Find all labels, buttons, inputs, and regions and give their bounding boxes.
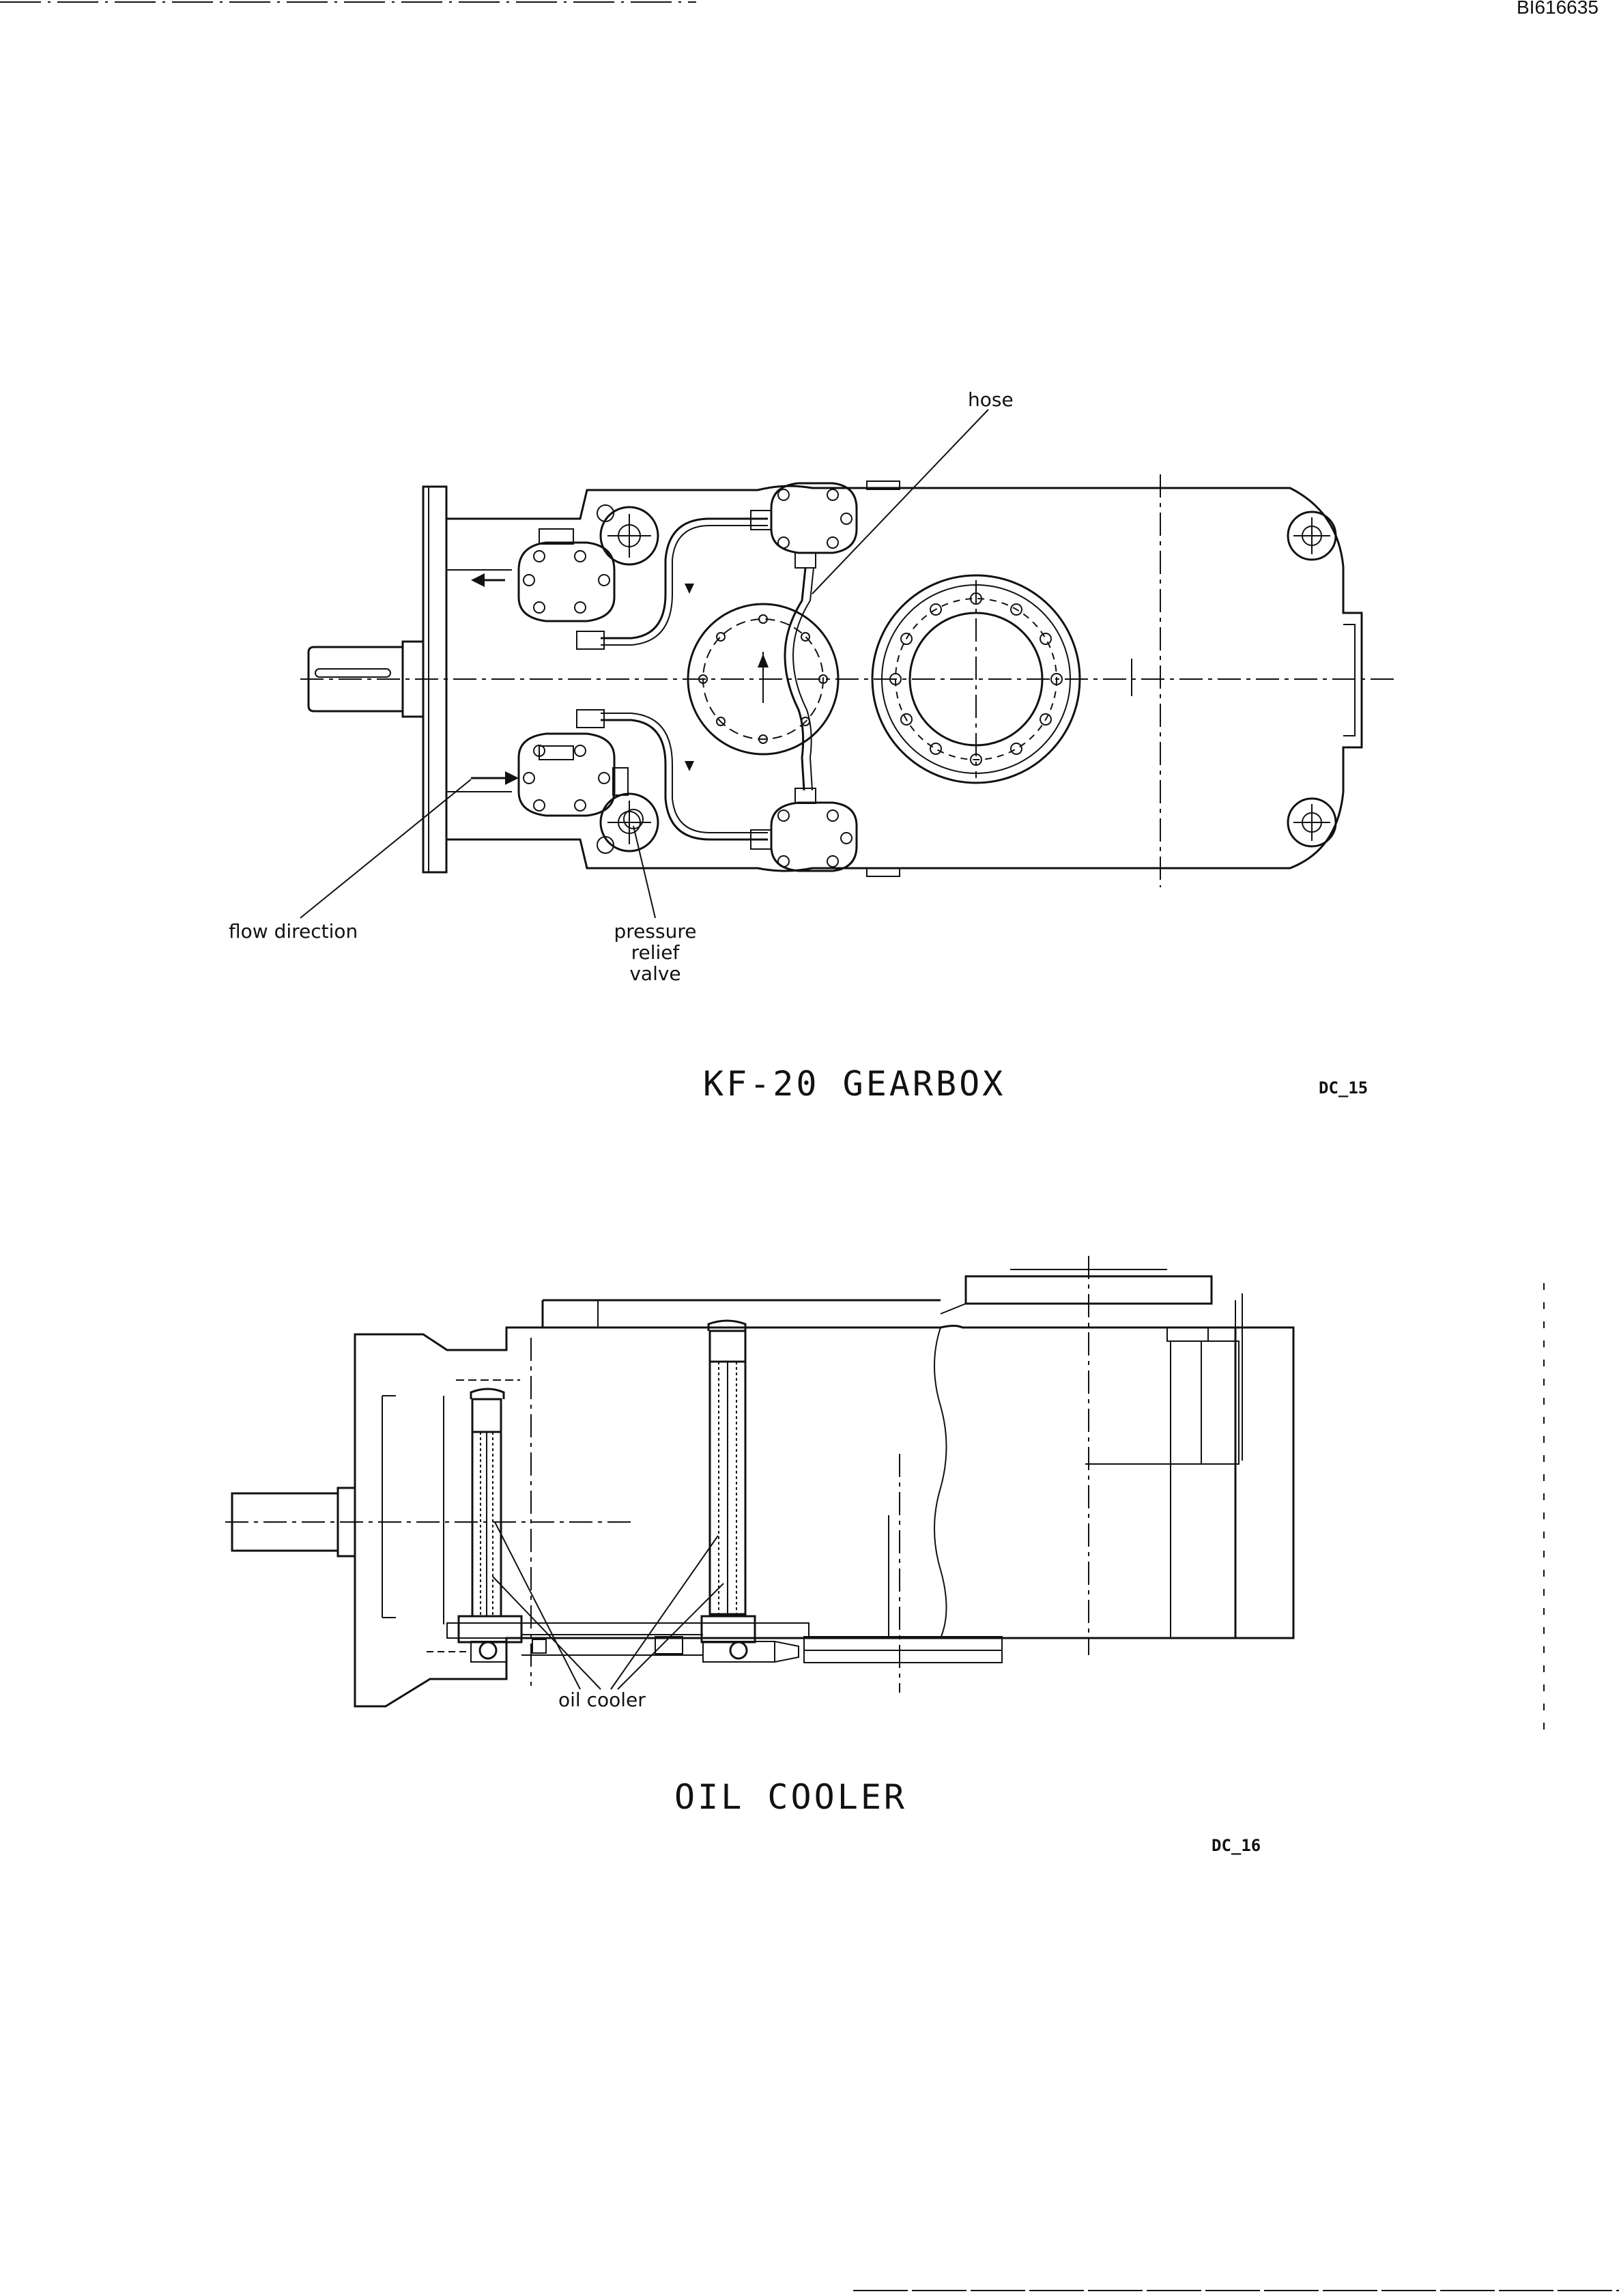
gearbox-top-view bbox=[300, 409, 1399, 919]
mounting-boss-tr bbox=[1287, 511, 1337, 561]
oil-cooler-leader-left-b bbox=[492, 1576, 601, 1690]
mounting-boss-tl bbox=[597, 504, 659, 566]
mounting-boss-bl bbox=[597, 792, 659, 854]
oil-cooler-label: oil cooler bbox=[558, 1689, 646, 1711]
flow-direction-leader bbox=[300, 779, 472, 919]
oil-cooler-leader-left-a bbox=[494, 1521, 581, 1690]
gearbox-title: KF-20 GEARBOX bbox=[703, 1064, 1005, 1104]
intermediate-cover bbox=[687, 603, 840, 756]
oil-cooler-leader-right-b bbox=[617, 1583, 724, 1690]
pressure-relief-valve-label-3: valve bbox=[629, 962, 680, 985]
pump-cover-right-bottom bbox=[770, 788, 858, 872]
pressure-relief-valve-label-2: relief bbox=[631, 941, 680, 964]
flow-direction-label: flow direction bbox=[229, 920, 358, 943]
oil-cooler-side-view bbox=[225, 1256, 1545, 1734]
output-flange bbox=[871, 574, 1081, 784]
pressure-relief-valve-leader bbox=[633, 825, 656, 919]
gearbox-drawing-code: DC_15 bbox=[1319, 1078, 1368, 1097]
oil-cooler-leader-right-a bbox=[610, 1535, 719, 1690]
hose-leader bbox=[812, 409, 989, 594]
hose-lines bbox=[576, 510, 814, 850]
hose-label: hose bbox=[968, 388, 1014, 411]
pump-cover-left-bottom bbox=[471, 732, 629, 817]
pump-cover-left-top bbox=[471, 528, 616, 622]
mounting-boss-br bbox=[1287, 797, 1337, 848]
oil-cooler-drawing-code: DC_16 bbox=[1212, 1836, 1261, 1855]
pressure-relief-valve-label-1: pressure bbox=[614, 920, 697, 943]
pump-cover-right-top bbox=[770, 482, 858, 569]
oil-cooler-title: OIL COOLER bbox=[674, 1777, 907, 1817]
oil-cooler-element-right bbox=[700, 1319, 799, 1663]
document-id: BI616635 bbox=[1517, 0, 1599, 18]
oil-cooler-element-left bbox=[427, 1379, 523, 1663]
